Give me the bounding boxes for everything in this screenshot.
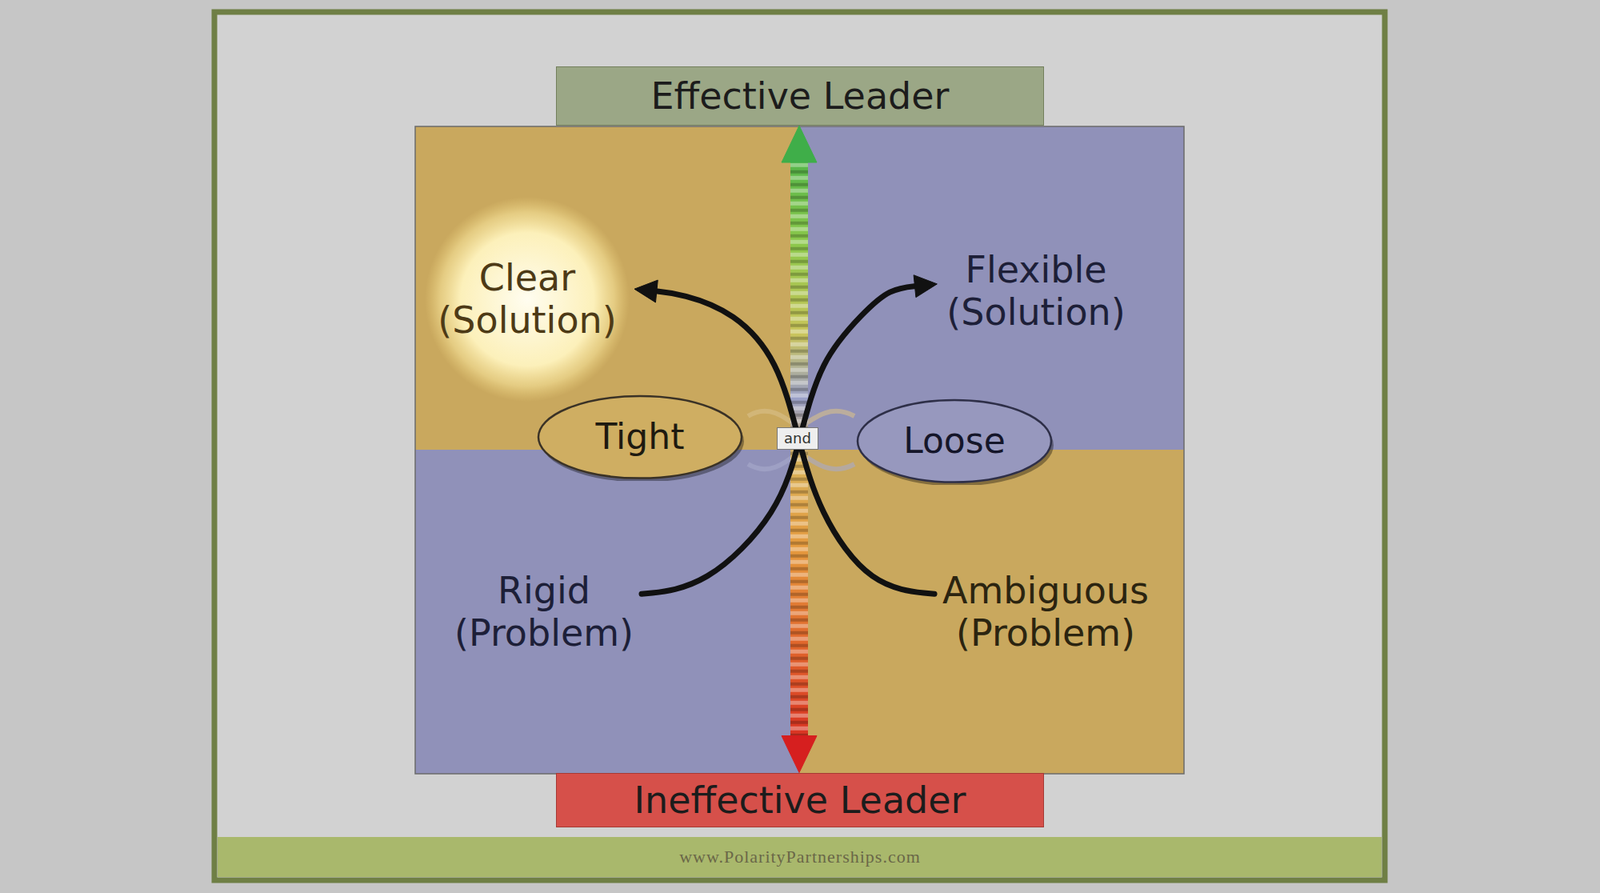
node-label: Rigid (Problem) bbox=[454, 569, 634, 655]
node-text-group: Rigid (Problem) bbox=[454, 569, 634, 655]
node-label: Effective Leader bbox=[650, 75, 949, 118]
node-text-group: Flexible (Solution) bbox=[946, 248, 1125, 334]
node-text-group: Loose bbox=[903, 420, 1006, 462]
node-label: Tight bbox=[596, 416, 685, 458]
node-label: Ambiguous (Problem) bbox=[942, 569, 1149, 655]
node-text-group: and bbox=[784, 430, 812, 448]
goal-box: Effective Leader bbox=[556, 66, 1044, 126]
node-label: Loose bbox=[903, 420, 1006, 462]
node-label: Ineffective Leader bbox=[634, 779, 967, 822]
footer-url: www.PolarityPartnerships.com bbox=[679, 846, 921, 868]
pole-ellipse: Tight bbox=[535, 392, 745, 482]
node-text-group: Ineffective Leader bbox=[634, 779, 967, 822]
outer-frame bbox=[214, 12, 1385, 880]
quadrant-top-right bbox=[799, 126, 1184, 450]
footer-band bbox=[217, 836, 1382, 877]
glow-circle bbox=[424, 196, 630, 402]
arrow-head bbox=[781, 736, 817, 773]
ellipse-shape bbox=[538, 396, 742, 479]
node-text-group: Clear (Solution) bbox=[437, 256, 616, 342]
node-text-group: Effective Leader bbox=[650, 75, 949, 118]
quadrant-bottom-right bbox=[799, 449, 1184, 774]
ellipse-shape bbox=[857, 400, 1052, 483]
node-label: Flexible (Solution) bbox=[946, 248, 1125, 334]
problem-text: Ambiguous (Problem) bbox=[939, 566, 1152, 658]
pole-ellipse: Loose bbox=[854, 396, 1055, 486]
arrow-head bbox=[781, 125, 817, 163]
node-label: and bbox=[784, 430, 812, 448]
solution-text: Clear (Solution) bbox=[424, 196, 630, 402]
problem-text: Rigid (Problem) bbox=[451, 566, 637, 658]
solution-text: Flexible (Solution) bbox=[943, 245, 1128, 337]
node-label: Clear (Solution) bbox=[437, 256, 616, 342]
arrow-head bbox=[634, 280, 658, 303]
risk-box: Ineffective Leader bbox=[556, 772, 1044, 828]
and-box: and bbox=[776, 427, 819, 451]
node-text-group: Tight bbox=[596, 416, 685, 458]
map-border bbox=[415, 126, 1184, 774]
quadrant-bottom-left bbox=[415, 449, 800, 774]
arrow-head bbox=[913, 275, 937, 298]
node-text-group: Ambiguous (Problem) bbox=[942, 569, 1149, 655]
